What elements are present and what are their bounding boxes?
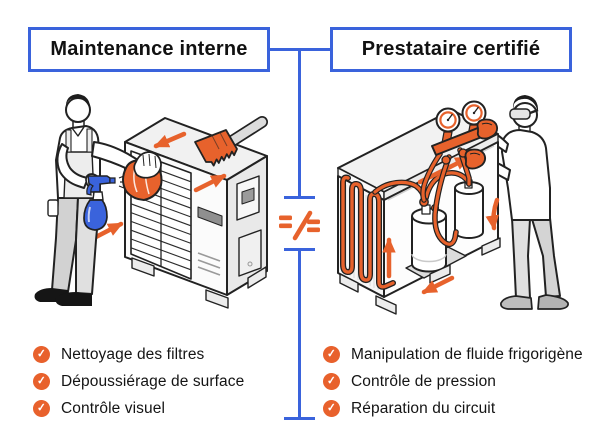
ac-unit: [124, 117, 268, 309]
shoe: [500, 295, 533, 310]
shoe: [537, 294, 569, 310]
check-icon: ✓: [322, 345, 341, 364]
pressure-gauge: [435, 107, 461, 133]
check-icon: ✓: [322, 372, 341, 391]
arrow-up-right: [193, 173, 227, 193]
divider-cap: [284, 196, 315, 199]
list-item-label: Réparation du circuit: [351, 399, 496, 417]
list-item-label: Contrôle visuel: [61, 399, 166, 417]
coil-tube: [341, 175, 395, 289]
cleaning-cloth: [122, 151, 163, 202]
arrow-icons: [91, 131, 227, 241]
pressure-gauge: [461, 100, 487, 126]
right-title-box: Prestataire certifié: [330, 27, 572, 72]
divider-cap: [284, 248, 315, 251]
right-illustration: [337, 95, 569, 315]
valve-knob: [441, 155, 451, 165]
arrow-up-right: [91, 221, 124, 241]
right-checklist: ✓ Manipulation de fluide frigorigène ✓ C…: [322, 345, 583, 427]
list-item-label: Contrôle de pression: [351, 372, 497, 390]
left-title-box: Maintenance interne: [28, 27, 270, 72]
divider-line-top: [298, 50, 301, 197]
open-ac-unit: [337, 109, 501, 315]
worker-figure: [34, 94, 139, 306]
gauge-hoses: [420, 147, 472, 248]
divider-line-bottom: [298, 251, 301, 418]
spray-bottle-icon: [83, 174, 131, 231]
belt-pouch: [47, 199, 59, 217]
list-item: ✓ Contrôle de pression: [322, 372, 583, 391]
hand: [133, 151, 162, 179]
safety-goggles-icon: [509, 108, 531, 120]
left-title: Maintenance interne: [50, 38, 248, 60]
list-item-label: Nettoyage des filtres: [61, 345, 205, 363]
manifold-gauge-icon: [420, 100, 493, 248]
shoe: [55, 292, 92, 306]
list-item: ✓ Manipulation de fluide frigorigène: [322, 345, 583, 364]
check-icon: ✓: [32, 372, 51, 391]
torso: [501, 129, 551, 221]
check-icon: ✓: [322, 399, 341, 418]
hair: [65, 94, 91, 110]
list-item: ✓ Nettoyage des filtres: [32, 345, 244, 364]
brush-icon: [194, 116, 268, 167]
right-title: Prestataire certifié: [361, 38, 541, 60]
check-icon: ✓: [32, 345, 51, 364]
left-checklist: ✓ Nettoyage des filtres ✓ Dépoussiérage …: [32, 345, 245, 427]
list-item-label: Manipulation de fluide frigorigène: [351, 345, 583, 363]
arrow-down-left: [421, 275, 455, 295]
title-connector-line: [268, 48, 332, 51]
divider-cap: [284, 417, 315, 420]
list-item: ✓ Dépoussiérage de surface: [32, 372, 245, 391]
list-item-label: Dépoussiérage de surface: [61, 372, 245, 390]
hair: [512, 95, 539, 112]
list-item: ✓ Réparation du circuit: [322, 399, 583, 418]
technician-figure: [481, 95, 569, 310]
arrow-down-left: [153, 131, 187, 149]
work-gloves-icon: [464, 118, 499, 170]
left-illustration: [34, 94, 268, 309]
list-item: ✓ Contrôle visuel: [32, 399, 244, 418]
arrow-down: [485, 197, 500, 231]
not-equal-icon: [279, 210, 320, 241]
check-icon: ✓: [32, 399, 51, 418]
heat-exchanger-coil: [337, 174, 396, 298]
